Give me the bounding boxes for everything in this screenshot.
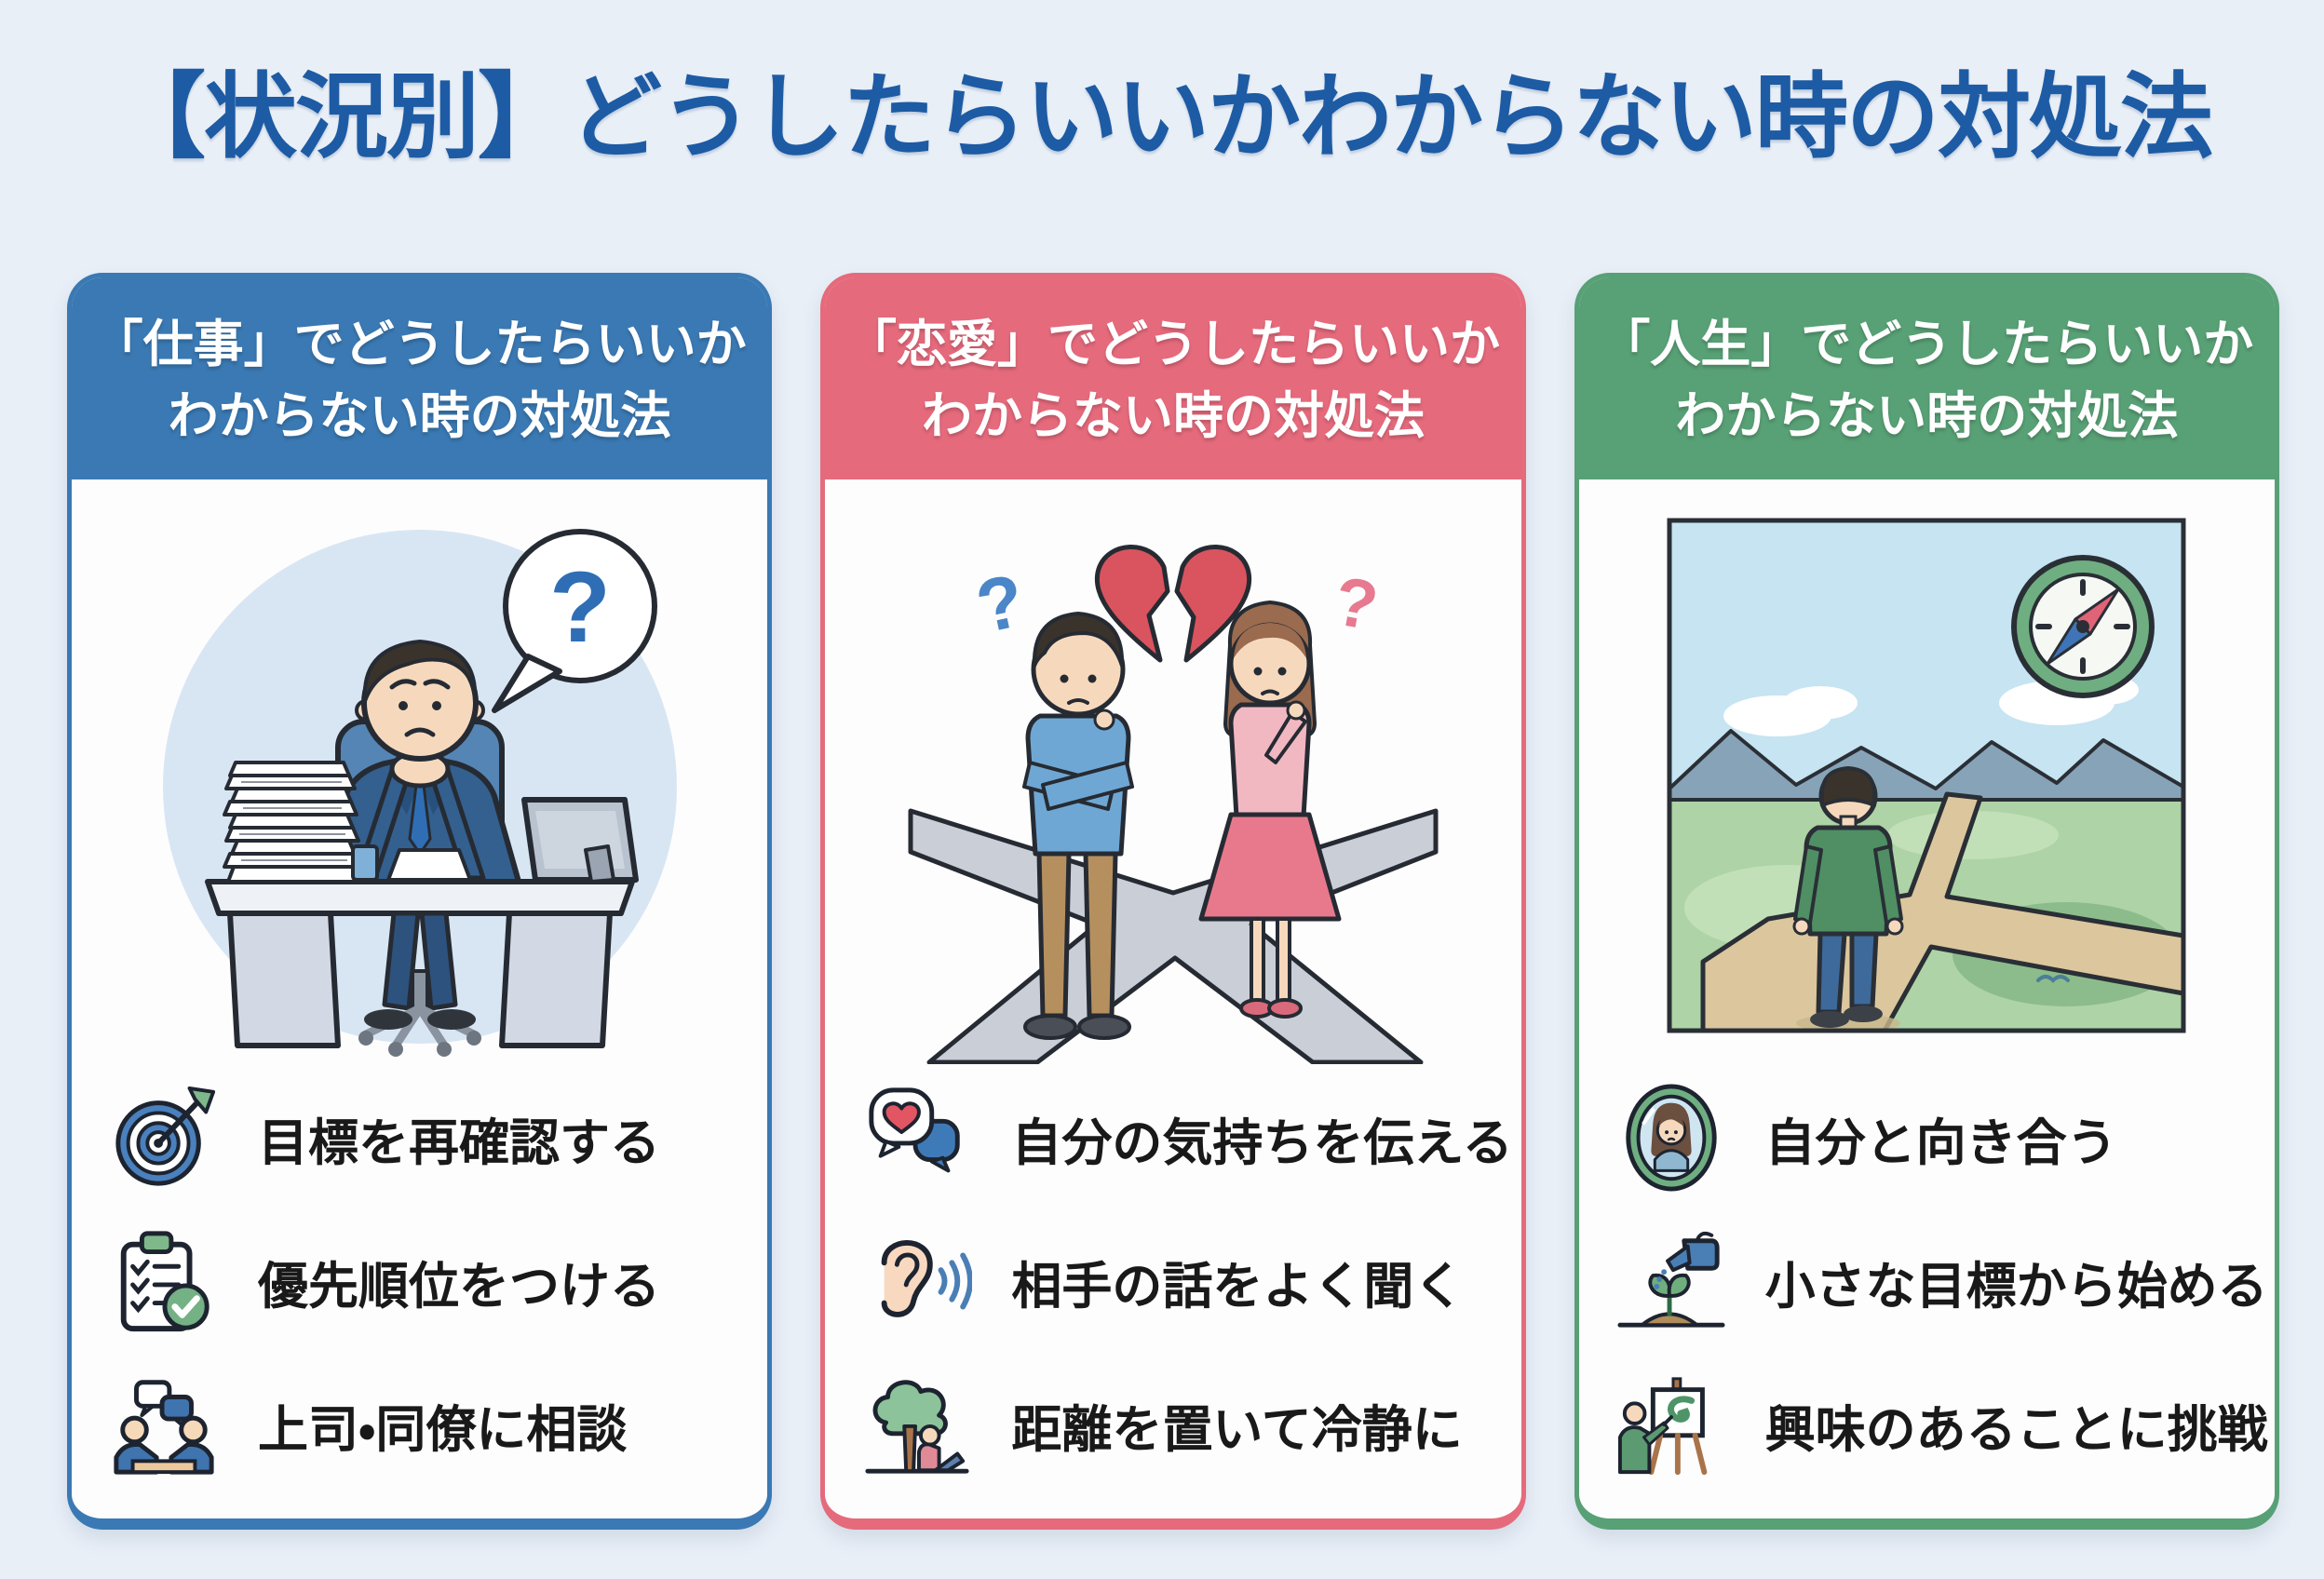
- card-work-header: 「仕事」でどうしたらいいか わからない時の対処法: [72, 277, 768, 480]
- tip-small-goals: 小さな目標から始める: [1616, 1224, 2268, 1338]
- forked-path-illustration: [1667, 518, 2186, 1033]
- tip-consult: 上司・同僚に相談: [109, 1368, 750, 1481]
- card-work: 「仕事」でどうしたらいいか わからない時の対処法 ?: [67, 273, 773, 1530]
- tip-label: 上司・同僚に相談: [258, 1401, 628, 1458]
- page-title: 【状況別】どうしたらいいかわからない時の対処法: [113, 65, 2213, 169]
- tip-label: 小さな目標から始める: [1764, 1258, 2268, 1315]
- couple-crossroads-illustration: ? ?: [908, 545, 1439, 1065]
- tip-label: 距離を置いて冷静に: [1011, 1401, 1463, 1458]
- card-life-header-line1: 「人生」でどうしたらいいか: [1600, 317, 2254, 372]
- tip-distance: 距離を置いて冷静に: [862, 1368, 1504, 1481]
- tip-reconfirm-goals: 目標を再確認する: [109, 1081, 750, 1194]
- target-icon: [109, 1083, 219, 1193]
- life-illustration: [1579, 479, 2275, 1072]
- card-work-header-line2: わからない時の対処法: [168, 387, 671, 444]
- tip-label: 自分と向き合う: [1764, 1114, 2117, 1171]
- tip-prioritize: 優先順位をつける: [109, 1224, 750, 1338]
- life-tips: 自分と向き合う 小さな目標から始める: [1579, 1081, 2275, 1511]
- tip-listen: 相手の話をよく聞く: [862, 1224, 1504, 1338]
- card-love: 「恋愛」でどうしたらいいか わからない時の対処法 ?: [820, 273, 1526, 1530]
- work-tips: 目標を再確認する 優先順位をつ: [72, 1081, 767, 1511]
- tip-label: 相手の話をよく聞く: [1011, 1258, 1465, 1315]
- tip-face-yourself: 自分と向き合う: [1616, 1081, 2258, 1194]
- card-life: 「人生」でどうしたらいいか わからない時の対処法: [1574, 273, 2279, 1530]
- cards-row: 「仕事」でどうしたらいいか わからない時の対処法 ?: [67, 273, 2279, 1530]
- tip-try-interests: 興味のあることに挑戦: [1616, 1368, 2268, 1481]
- tip-express-feelings: 自分の気持ちを伝える: [862, 1081, 1513, 1194]
- heart-speech-icon: [862, 1083, 972, 1193]
- worried-worker-illustration: ?: [162, 529, 677, 1058]
- tip-label: 目標を再確認する: [258, 1114, 660, 1171]
- love-illustration: ? ?: [825, 479, 1520, 1072]
- tip-label: 興味のあることに挑戦: [1764, 1401, 2268, 1458]
- card-love-header-line1: 「恋愛」でどうしたらいいか: [845, 317, 1500, 372]
- card-life-header: 「人生」でどうしたらいいか わからない時の対処法: [1578, 277, 2275, 480]
- work-illustration: ?: [72, 479, 767, 1072]
- question-mark-glyph: ?: [549, 550, 611, 663]
- ear-listening-icon: [862, 1226, 973, 1336]
- mirror-icon: [1616, 1083, 1726, 1193]
- card-love-header: 「恋愛」でどうしたらいいか わからない時の対処法: [825, 277, 1521, 480]
- card-life-header-line2: わからない時の対処法: [1675, 387, 2179, 444]
- tree-rest-icon: [862, 1370, 972, 1479]
- tip-label: 優先順位をつける: [258, 1258, 660, 1315]
- card-love-header-line2: わからない時の対処法: [921, 387, 1425, 444]
- easel-painting-icon: [1616, 1370, 1726, 1479]
- sprout-watering-icon: [1616, 1226, 1726, 1336]
- card-work-header-line1: 「仕事」でどうしたらいいか: [92, 317, 747, 372]
- question-mark-glyph: ?: [969, 559, 1031, 649]
- consult-icon: [109, 1370, 219, 1479]
- tip-label: 自分の気持ちを伝える: [1011, 1114, 1513, 1171]
- question-mark-glyph: ?: [1329, 561, 1384, 645]
- checklist-icon: [109, 1226, 219, 1336]
- love-tips: 自分の気持ちを伝える 相手の話をよく聞く: [825, 1081, 1520, 1511]
